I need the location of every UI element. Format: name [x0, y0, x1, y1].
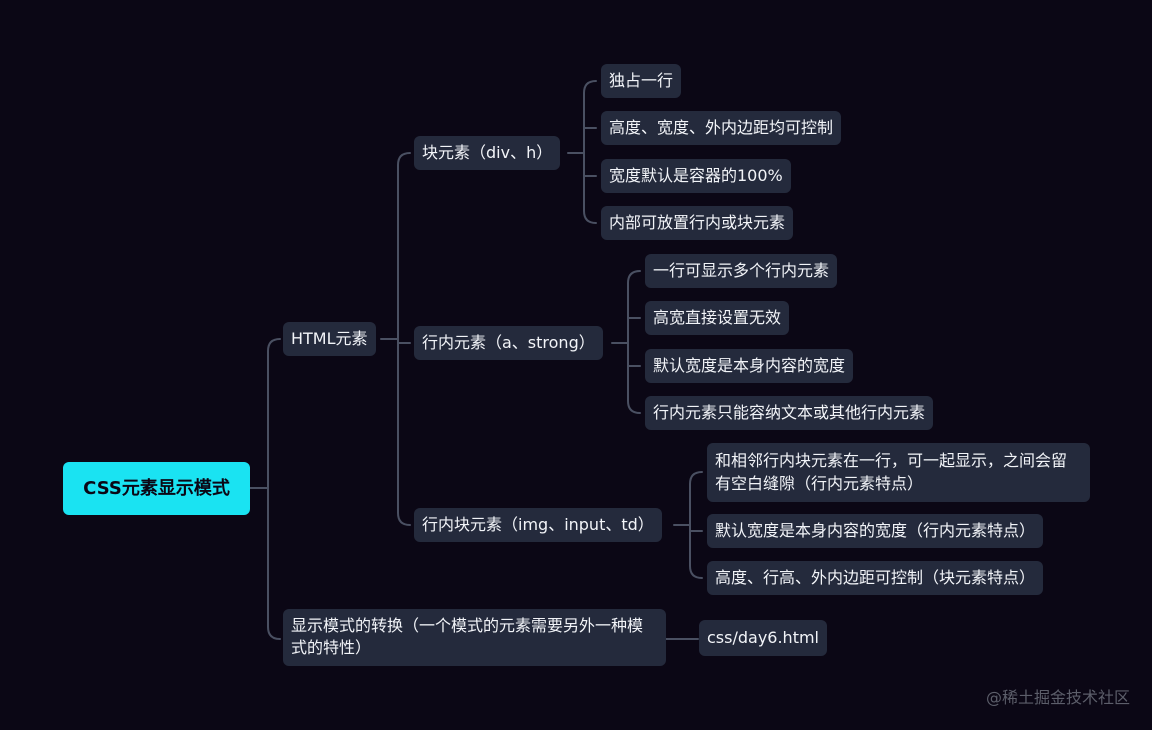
inline-block-item-3[interactable]: 高度、行高、外内边距可控制（块元素特点）	[707, 561, 1044, 595]
inline-item-4[interactable]: 行内元素只能容纳文本或其他行内元素	[645, 396, 934, 430]
watermark: @稀土掘金技术社区	[985, 688, 1130, 707]
inline-item-2[interactable]: 高宽直接设置无效	[645, 301, 790, 335]
block-item-2[interactable]: 高度、宽度、外内边距均可控制	[601, 111, 842, 145]
inline-block-item-2[interactable]: 默认宽度是本身内容的宽度（行内元素特点）	[707, 514, 1044, 548]
conversion-file-node[interactable]: css/day6.html	[699, 620, 827, 656]
block-item-4[interactable]: 内部可放置行内或块元素	[601, 206, 794, 240]
block-elements-node[interactable]: 块元素（div、h）	[414, 136, 561, 170]
inline-elements-node[interactable]: 行内元素（a、strong）	[414, 326, 603, 360]
inline-item-3[interactable]: 默认宽度是本身内容的宽度	[645, 349, 854, 383]
root-node[interactable]: CSS元素显示模式	[63, 462, 250, 515]
conversion-node[interactable]: 显示模式的转换（一个模式的元素需要另外一种模式的特性）	[283, 609, 666, 666]
block-item-3[interactable]: 宽度默认是容器的100%	[601, 159, 791, 193]
inline-item-1[interactable]: 一行可显示多个行内元素	[645, 254, 838, 288]
inline-block-item-1[interactable]: 和相邻行内块元素在一行，可一起显示，之间会留有空白缝隙（行内元素特点）	[707, 443, 1090, 502]
block-item-1[interactable]: 独占一行	[601, 64, 682, 98]
html-elements-node[interactable]: HTML元素	[283, 322, 376, 356]
inline-block-elements-node[interactable]: 行内块元素（img、input、td）	[414, 508, 662, 542]
